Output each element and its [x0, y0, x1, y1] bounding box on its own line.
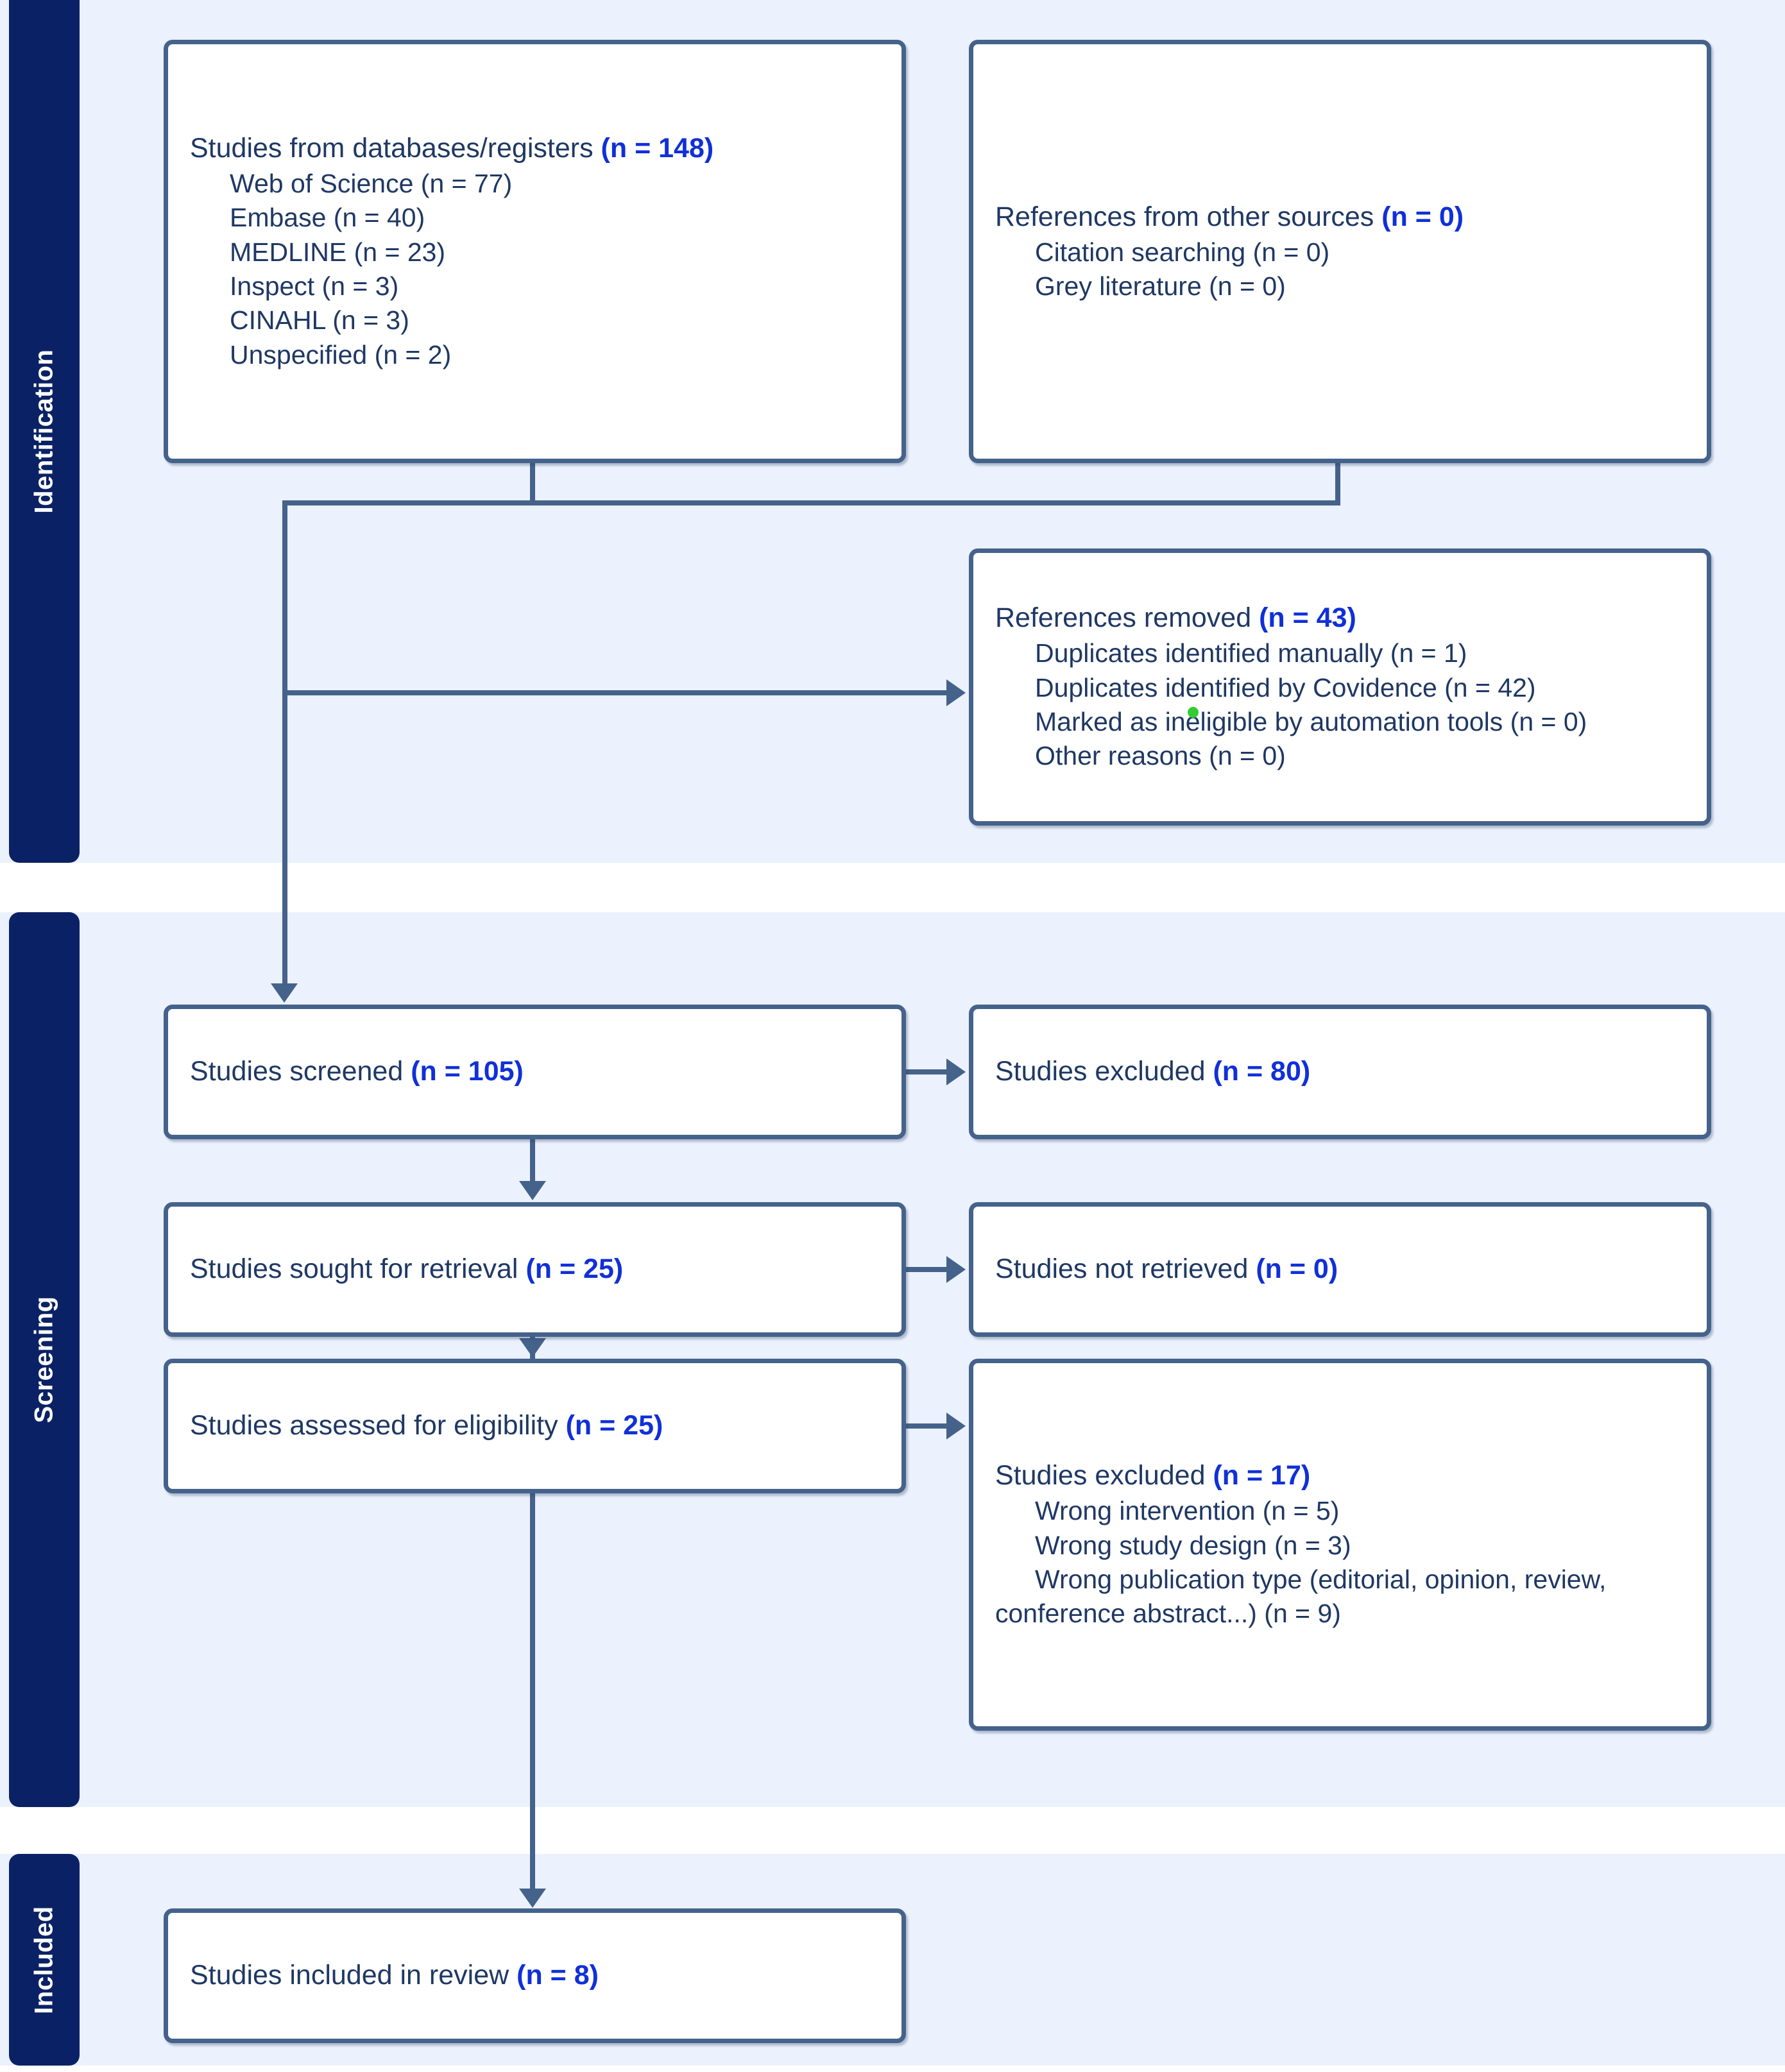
studies-excluded-screening-count: (n = 80) [1213, 1056, 1311, 1087]
studies-sought-label: Studies sought for retrieval [190, 1253, 526, 1285]
other-sources-heading-label: References from other sources [995, 201, 1382, 232]
arrowhead-assessed-to-excluded [946, 1413, 966, 1439]
studies-assessed-label: Studies assessed for eligibility [190, 1410, 566, 1441]
other-sources-item: Grey literature (n = 0) [1035, 271, 1286, 301]
references-removed-item: Other reasons (n = 0) [1035, 741, 1286, 771]
studies-not-retrieved-label: Studies not retrieved [995, 1253, 1256, 1285]
references-removed-heading: References removed (n = 43) [995, 600, 1685, 636]
box-studies-not-retrieved[interactable]: Studies not retrieved (n = 0) [969, 1202, 1711, 1337]
arrowhead-sought-to-assessed [519, 1338, 546, 1357]
box-references-other-sources[interactable]: References from other sources (n = 0) Ci… [969, 40, 1711, 463]
studies-included-count: (n = 8) [517, 1960, 599, 1991]
arrowhead-to-references-removed [946, 679, 966, 706]
marker-dot-icon [1188, 707, 1199, 718]
studies-not-retrieved-count: (n = 0) [1256, 1253, 1338, 1285]
box-studies-screened[interactable]: Studies screened (n = 105) [164, 1005, 906, 1139]
phase-label-included-text: Included [30, 1905, 58, 2014]
phase-label-identification: Identification [9, 0, 80, 863]
box-studies-assessed-for-eligibility[interactable]: Studies assessed for eligibility (n = 25… [164, 1359, 906, 1493]
studies-sought-count: (n = 25) [525, 1253, 624, 1285]
phase-label-screening: Screening [9, 912, 80, 1807]
studies-excluded-screening-label: Studies excluded [995, 1056, 1213, 1087]
references-removed-item: Duplicates identified manually (n = 1) [1035, 638, 1467, 668]
box-studies-excluded-screening[interactable]: Studies excluded (n = 80) [969, 1005, 1711, 1139]
phase-label-identification-text: Identification [30, 349, 58, 514]
databases-item: Unspecified (n = 2) [230, 339, 452, 369]
phase-label-screening-text: Screening [30, 1296, 58, 1423]
other-sources-heading-count: (n = 0) [1381, 201, 1464, 232]
box-studies-sought-for-retrieval[interactable]: Studies sought for retrieval (n = 25) [164, 1202, 906, 1337]
arrowhead-to-included-review [519, 1889, 546, 1908]
box-references-removed[interactable]: References removed (n = 43) Duplicates i… [969, 548, 1711, 826]
connector-sought-to-assessed [530, 1336, 535, 1380]
studies-assessed-heading: Studies assessed for eligibility (n = 25… [190, 1408, 880, 1444]
connector-other-sources-down [1335, 462, 1340, 505]
studies-excluded-eligibility-label: Studies excluded [995, 1460, 1213, 1491]
databases-heading-count: (n = 148) [601, 133, 714, 164]
connector-to-references-removed [282, 690, 948, 695]
studies-excluded-eligibility-count: (n = 17) [1213, 1460, 1311, 1491]
studies-screened-label: Studies screened [190, 1056, 411, 1087]
studies-sought-heading: Studies sought for retrieval (n = 25) [190, 1252, 880, 1287]
studies-screened-count: (n = 105) [411, 1056, 524, 1087]
connector-databases-down [530, 462, 535, 505]
studies-included-label: Studies included in review [190, 1960, 517, 1991]
studies-screened-heading: Studies screened (n = 105) [190, 1054, 880, 1090]
studies-not-retrieved-heading: Studies not retrieved (n = 0) [995, 1252, 1685, 1287]
databases-item: Embase (n = 40) [230, 203, 425, 233]
references-removed-heading-label: References removed [995, 602, 1260, 634]
arrowhead-sought-to-not-retrieved [946, 1256, 966, 1283]
arrowhead-to-studies-screened [271, 983, 298, 1003]
connector-assessed-to-included [530, 1493, 535, 1904]
excluded-eligibility-item: Wrong study design (n = 3) [1035, 1530, 1351, 1560]
databases-item: Web of Science (n = 77) [230, 169, 513, 199]
connector-merge-bar [282, 500, 1340, 505]
connector-sought-to-not-retrieved [906, 1267, 948, 1272]
references-removed-item: Duplicates identified by Covidence (n = … [1035, 672, 1536, 702]
studies-excluded-screening-heading: Studies excluded (n = 80) [995, 1054, 1685, 1090]
databases-heading: Studies from databases/registers (n = 14… [190, 131, 880, 167]
connector-screened-to-excluded [906, 1069, 948, 1074]
references-removed-heading-count: (n = 43) [1259, 602, 1356, 634]
phase-label-included: Included [9, 1854, 80, 2066]
other-sources-heading: References from other sources (n = 0) [995, 200, 1685, 235]
box-studies-from-databases[interactable]: Studies from databases/registers (n = 14… [164, 40, 906, 463]
box-studies-included-in-review[interactable]: Studies included in review (n = 8) [164, 1908, 906, 2043]
databases-item: Inspect (n = 3) [230, 271, 399, 301]
connector-assessed-to-excluded [906, 1423, 948, 1429]
connector-screened-to-sought [530, 1139, 535, 1183]
excluded-eligibility-item-wrapped: Wrong publication type (editorial, opini… [995, 1564, 1607, 1629]
arrowhead-screened-to-excluded [946, 1058, 966, 1085]
studies-included-heading: Studies included in review (n = 8) [190, 1958, 880, 1994]
databases-item: MEDLINE (n = 23) [230, 237, 446, 267]
connector-main-trunk-identification [282, 500, 287, 985]
references-removed-item: Marked as ineligible by automation tools… [1035, 706, 1587, 736]
excluded-eligibility-item: Wrong intervention (n = 5) [1035, 1496, 1340, 1526]
databases-item: CINAHL (n = 3) [230, 305, 409, 335]
arrowhead-screened-to-sought [519, 1181, 546, 1200]
box-studies-excluded-eligibility[interactable]: Studies excluded (n = 17) Wrong interven… [969, 1359, 1711, 1731]
studies-excluded-eligibility-heading: Studies excluded (n = 17) [995, 1458, 1685, 1494]
databases-heading-label: Studies from databases/registers [190, 133, 601, 164]
other-sources-item: Citation searching (n = 0) [1035, 237, 1330, 267]
studies-assessed-count: (n = 25) [565, 1410, 663, 1441]
